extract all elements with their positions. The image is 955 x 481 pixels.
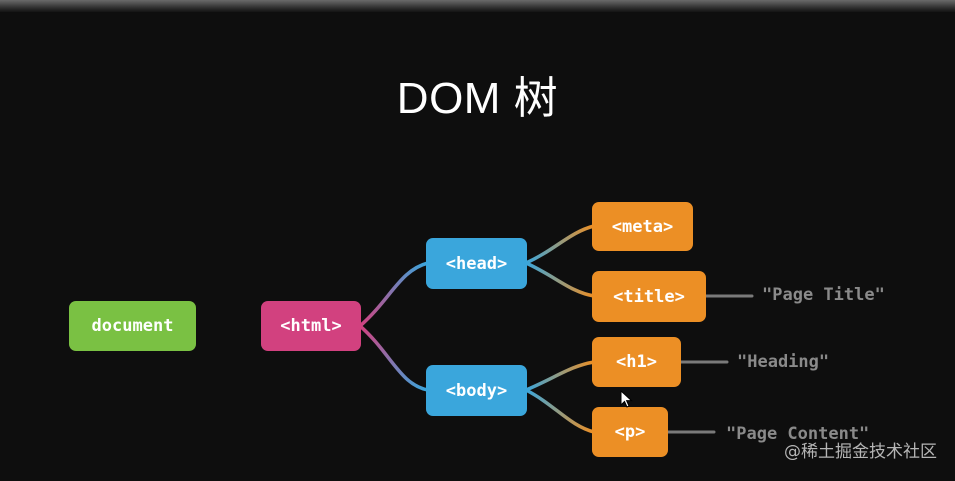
node-h1: <h1> [592, 337, 681, 387]
node-p: <p> [592, 407, 668, 457]
mouse-pointer-icon [620, 390, 633, 408]
node-meta: <meta> [592, 202, 693, 251]
node-body: <body> [426, 365, 527, 416]
node-head: <head> [426, 238, 527, 289]
window-top-bar [0, 0, 955, 12]
edge-head-title [524, 261, 596, 298]
node-title: <title> [592, 271, 706, 322]
edge-body-p [524, 388, 596, 434]
edge-head-meta [524, 224, 596, 265]
slide-title: DOM 树 [396, 74, 559, 123]
node-document: document [69, 301, 196, 351]
edge-body-h1 [524, 360, 596, 392]
edge-html-body [358, 324, 430, 392]
text-node-page-title: "Page Title" [762, 285, 885, 305]
node-html: <html> [261, 301, 361, 351]
text-node-page-content: "Page Content" [726, 424, 870, 444]
edge-html-head [358, 261, 430, 328]
watermark: @稀土掘金技术社区 [784, 442, 937, 462]
text-node-heading: "Heading" [737, 352, 830, 372]
